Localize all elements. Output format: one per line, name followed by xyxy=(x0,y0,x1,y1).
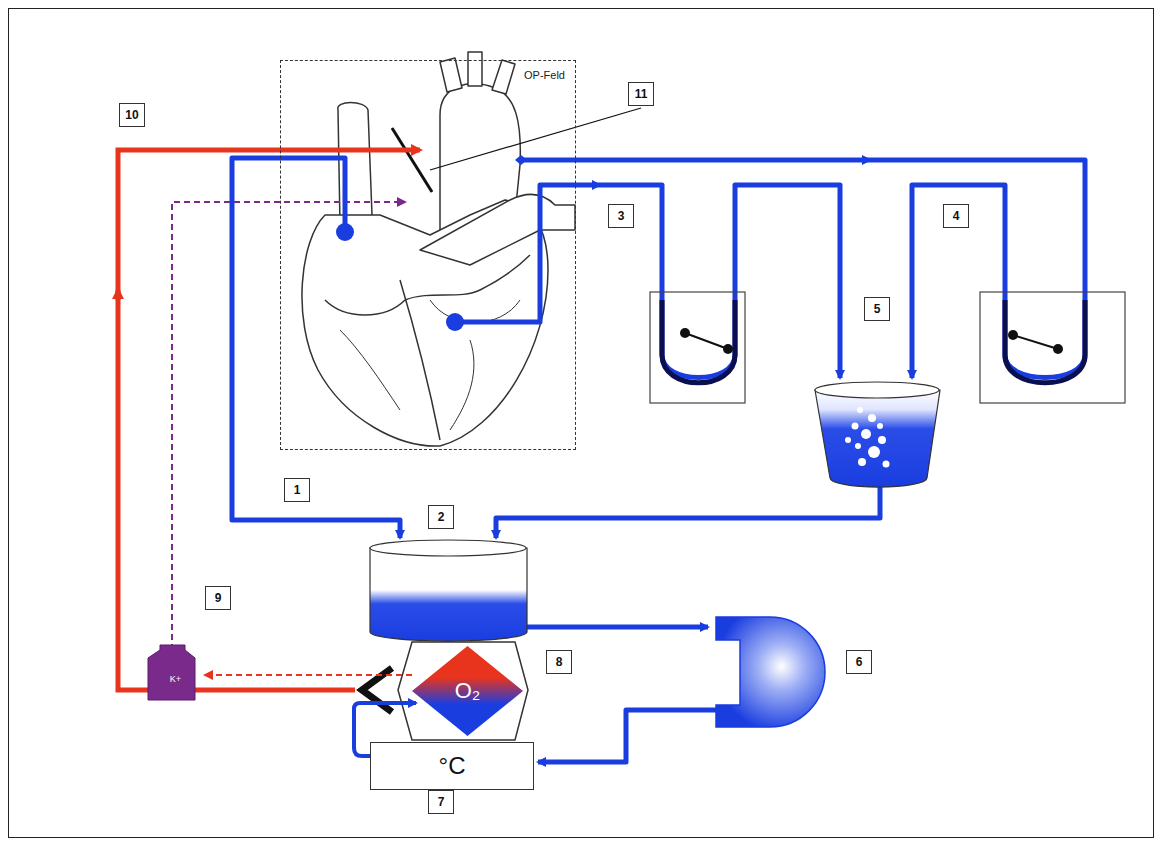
potassium-bottle: K+ xyxy=(148,658,203,700)
callout-number: 8 xyxy=(546,650,572,674)
callout-number: 6 xyxy=(846,650,872,674)
callout-number: 4 xyxy=(943,204,969,228)
heat-exchanger: °C xyxy=(370,742,534,790)
signal-connector xyxy=(205,674,412,676)
callout-number: 1 xyxy=(284,478,310,502)
node-text: O₂ xyxy=(412,646,523,736)
callout-number: 3 xyxy=(608,204,634,228)
callout-number: 2 xyxy=(428,505,454,529)
oxygenator: O₂ xyxy=(412,646,523,736)
callout-number: 10 xyxy=(119,103,145,127)
callout-number: 11 xyxy=(628,82,654,106)
node-text: K+ xyxy=(148,658,203,700)
callout-number: 7 xyxy=(428,790,454,814)
node-text: °C xyxy=(371,743,533,788)
surgical-field: OP-Feld xyxy=(280,60,576,450)
page-frame xyxy=(8,8,1154,838)
callout-number: 9 xyxy=(205,586,231,610)
node-text: OP-Feld xyxy=(281,61,575,81)
callout-number: 5 xyxy=(864,297,890,321)
